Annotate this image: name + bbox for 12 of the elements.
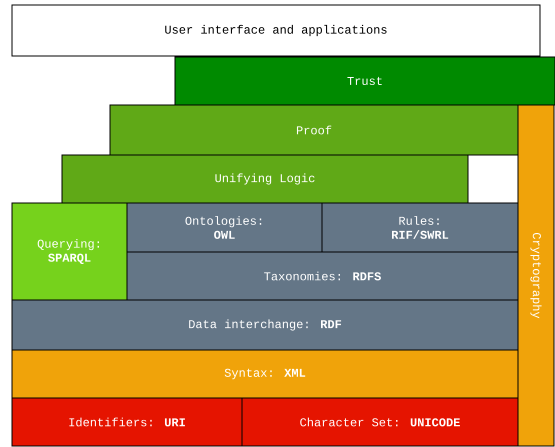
- layer-box: Cryptography: [518, 104, 554, 446]
- layer-box: Identifiers: URI: [12, 398, 242, 446]
- layer-box: Unifying Logic: [62, 154, 468, 204]
- layer-box: Rules: RIF/SWRL: [322, 202, 518, 252]
- layer-box: User interface and applications: [12, 4, 540, 56]
- layer-box: Querying: SPARQL: [12, 202, 128, 300]
- layer-box: Character Set: UNICODE: [242, 398, 518, 446]
- layer-box: Taxonomies: RDFS: [126, 252, 518, 300]
- layer-box: Trust: [174, 56, 555, 106]
- layer-box: Ontologies: OWL: [126, 202, 322, 252]
- layer-box: Proof: [110, 104, 518, 156]
- layer-box: Data interchange: RDF: [12, 300, 518, 350]
